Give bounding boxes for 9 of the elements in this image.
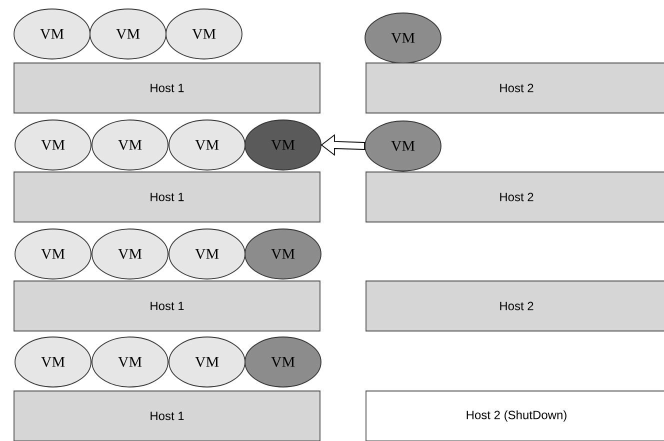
host-box: Host 2 <box>366 280 664 332</box>
host-box: Host 1 <box>14 390 320 441</box>
host-box: Host 2 <box>366 62 664 114</box>
host-box: Host 1 <box>14 172 320 222</box>
host-box: Host 2 <box>366 172 664 222</box>
host-box: Host 1 <box>14 62 320 114</box>
hollow-arrow <box>320 134 365 156</box>
host-box: Host 2 (ShutDown) <box>366 390 664 441</box>
host-box: Host 1 <box>14 280 320 332</box>
